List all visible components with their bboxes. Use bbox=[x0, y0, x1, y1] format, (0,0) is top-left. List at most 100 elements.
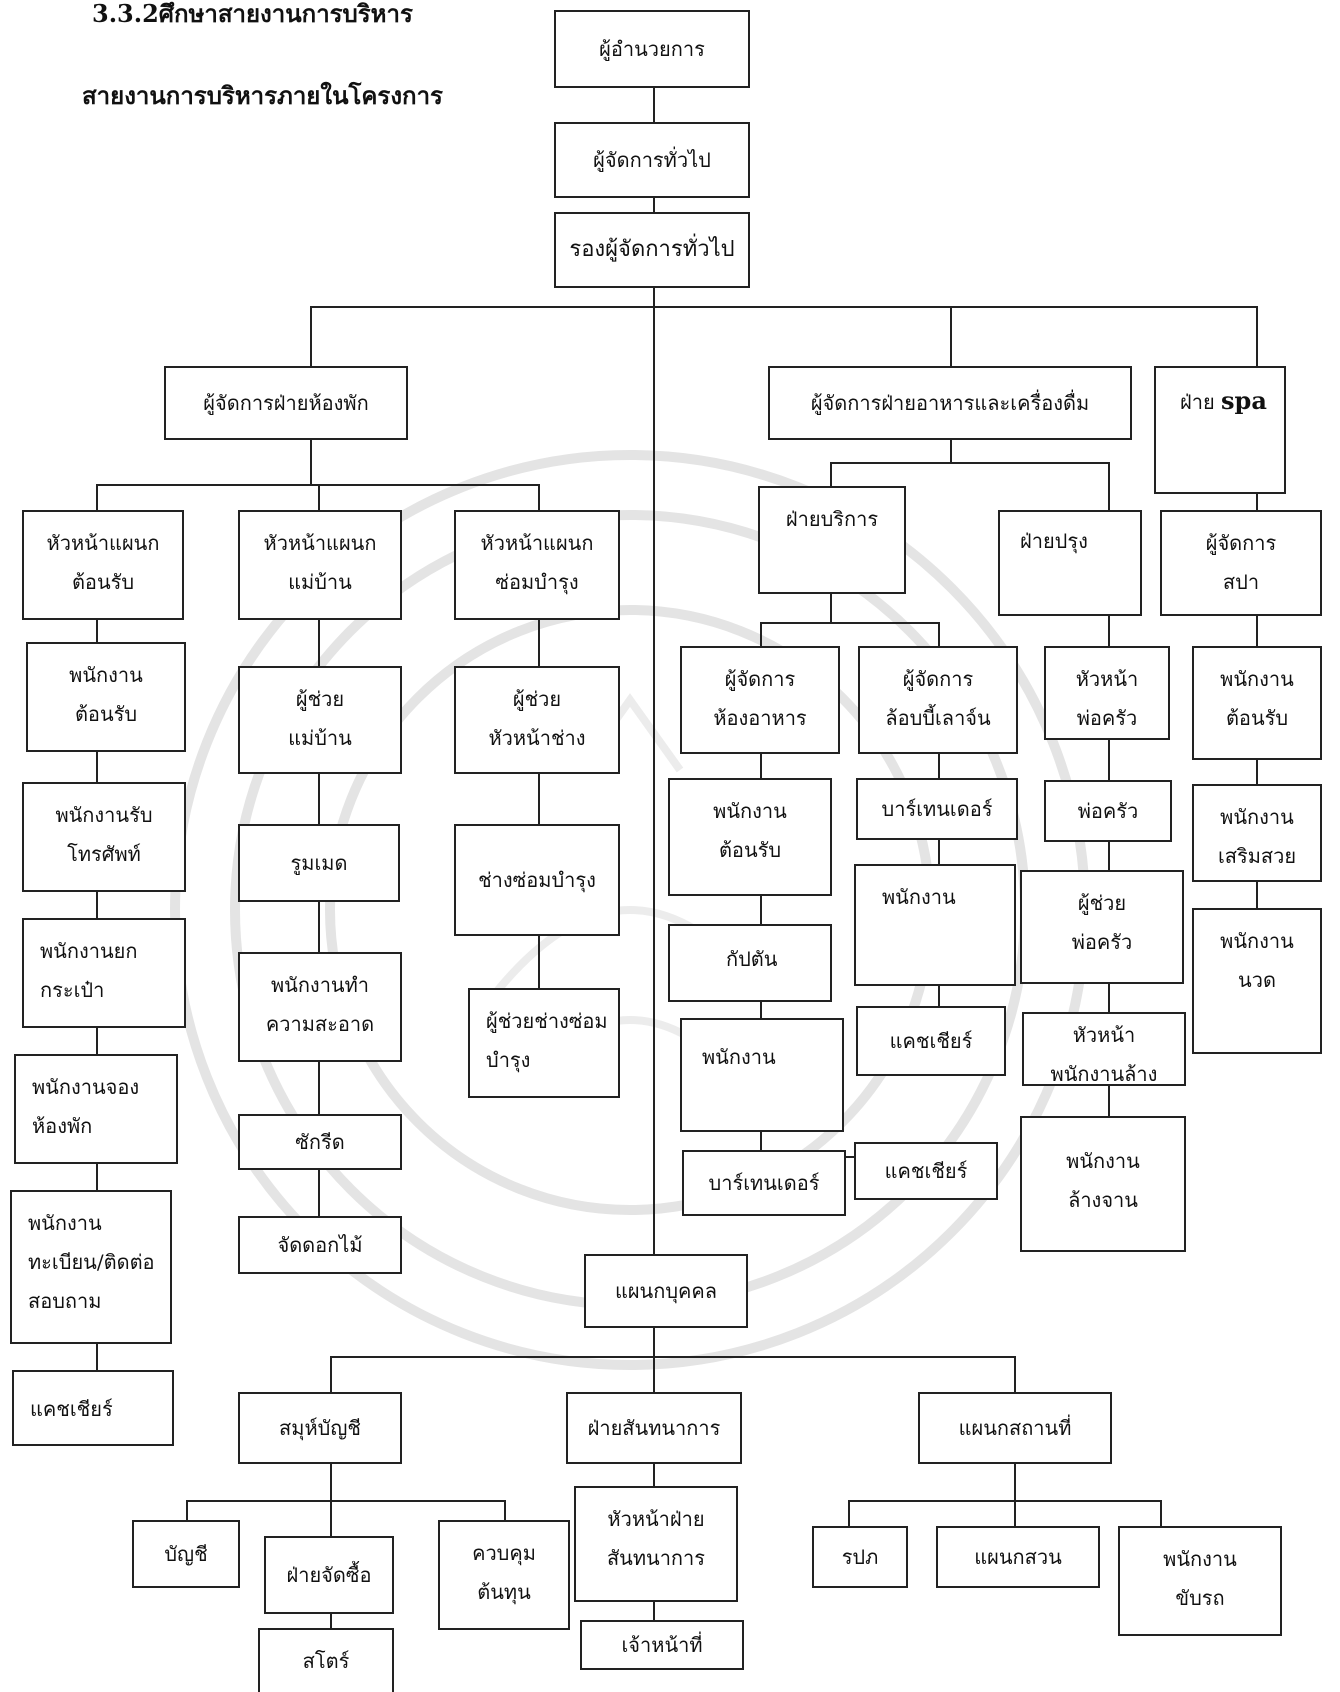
hk-assistant-line2: แม่บ้าน bbox=[288, 726, 352, 750]
chef-head-line1: หัวหน้า bbox=[1075, 667, 1139, 691]
fo-registration-line3: สอบถาม bbox=[28, 1289, 102, 1313]
fo-cashier-label: แคชเชียร์ bbox=[30, 1397, 113, 1421]
fac-driver-line2: ขับรถ bbox=[1175, 1586, 1225, 1610]
fnb-service-box: ฝ่ายบริการ bbox=[758, 486, 906, 594]
lobby-cashier-1-label: แคชเชียร์ bbox=[889, 1028, 973, 1053]
chef-head-box: หัวหน้า พ่อครัว bbox=[1044, 646, 1170, 740]
chef-assistant-box: ผู้ช่วย พ่อครัว bbox=[1020, 870, 1184, 984]
chef-dish-head-line2: พนักงานล้าง bbox=[1050, 1062, 1158, 1086]
rec-head-line1: หัวหน้าฝ่าย bbox=[607, 1507, 705, 1531]
mt-assistant-tech-line2: บำรุง bbox=[486, 1048, 531, 1072]
fo-cashier-box: แคชเชียร์ bbox=[12, 1370, 174, 1446]
lobby-bartender-box: บาร์เทนเดอร์ bbox=[856, 778, 1018, 840]
maintenance-head-box: หัวหน้าแผนก ซ่อมบำรุง bbox=[454, 510, 620, 620]
mt-assistant-tech-box: ผู้ช่วยช่างซ่อม บำรุง bbox=[468, 988, 620, 1098]
fo-reservation-line2: ห้องพัก bbox=[32, 1114, 93, 1138]
lobby-manager-line2: ล้อบบี้เลาจ์น bbox=[885, 706, 991, 730]
acc-store-label: สโตร์ bbox=[302, 1648, 350, 1673]
hk-roommaid-label: รูมเมด bbox=[290, 850, 348, 875]
fo-telephone-box: พนักงานรับ โทรศัพท์ bbox=[22, 782, 186, 892]
spa-manager-line1: ผู้จัดการ bbox=[1205, 531, 1277, 555]
front-office-head-line1: หัวหน้าแผนก bbox=[46, 531, 160, 555]
fo-telephone-line2: โทรศัพท์ bbox=[67, 842, 141, 866]
spa-reception-box: พนักงาน ต้อนรับ bbox=[1192, 646, 1322, 760]
fac-garden-label: แผนกสวน bbox=[974, 1544, 1062, 1569]
chef-dish-head-line1: หัวหน้า bbox=[1072, 1023, 1136, 1047]
rest-reception-line1: พนักงาน bbox=[713, 799, 787, 823]
chef-dishwasher-line1: พนักงาน bbox=[1066, 1149, 1140, 1173]
fac-driver-line1: พนักงาน bbox=[1163, 1547, 1237, 1571]
mt-assistant-head-line2: หัวหน้าช่าง bbox=[488, 726, 586, 750]
acc-purchasing-box: ฝ่ายจัดซื้อ bbox=[264, 1536, 394, 1614]
hr-box: แผนกบุคคล bbox=[584, 1254, 748, 1328]
lobby-cashier-1-box: แคชเชียร์ bbox=[856, 1006, 1006, 1076]
mt-technician-label: ช่างซ่อมบำรุง bbox=[478, 867, 596, 892]
hk-laundry-label: ซักรีด bbox=[295, 1129, 345, 1154]
acc-bookkeeping-box: บัญชี bbox=[132, 1520, 240, 1588]
chef-dishwasher-line2: ล้างจาน bbox=[1068, 1188, 1138, 1212]
acc-store-box: สโตร์ bbox=[258, 1628, 394, 1692]
housekeeping-head-line1: หัวหน้าแผนก bbox=[263, 531, 377, 555]
restaurant-manager-box: ผู้จัดการ ห้องอาหาร bbox=[680, 646, 840, 754]
fac-security-box: รปภ bbox=[812, 1526, 908, 1588]
fo-reservation-line1: พนักงานจอง bbox=[32, 1075, 140, 1099]
rest-reception-box: พนักงาน ต้อนรับ bbox=[668, 778, 832, 896]
fo-registration-line1: พนักงาน bbox=[28, 1211, 102, 1235]
rest-captain-box: กัปตัน bbox=[668, 924, 832, 1002]
fnb-kitchen-box: ฝ่ายปรุง bbox=[998, 510, 1142, 616]
gm-label: ผู้จัดการทั่วไป bbox=[593, 147, 711, 172]
fnb-service-label: ฝ่ายบริการ bbox=[785, 507, 879, 531]
fac-security-label: รปภ bbox=[841, 1544, 879, 1569]
deputy-gm-box: รองผู้จัดการทั่วไป bbox=[554, 212, 750, 288]
lobby-bartender-label: บาร์เทนเดอร์ bbox=[881, 796, 993, 821]
director-box: ผู้อำนวยการ bbox=[554, 10, 750, 88]
chef-head-line2: พ่อครัว bbox=[1076, 706, 1138, 730]
lobby-cashier-2-label: แคชเชียร์ bbox=[884, 1158, 968, 1183]
housekeeping-head-box: หัวหน้าแผนก แม่บ้าน bbox=[238, 510, 402, 620]
spa-beauty-box: พนักงาน เสริมสวย bbox=[1192, 784, 1322, 882]
fnb-manager-label: ผู้จัดการฝ่ายอาหารและเครื่องดื่ม bbox=[810, 390, 1090, 415]
rec-head-line2: สันทนาการ bbox=[606, 1546, 706, 1570]
restaurant-manager-line1: ผู้จัดการ bbox=[724, 667, 796, 691]
spa-reception-line2: ต้อนรับ bbox=[1225, 706, 1289, 730]
hk-florist-box: จัดดอกไม้ bbox=[238, 1216, 402, 1274]
hk-laundry-box: ซักรีด bbox=[238, 1114, 402, 1170]
hk-roommaid-box: รูมเมด bbox=[238, 824, 400, 902]
hk-cleaner-line1: พนักงานทำ bbox=[270, 973, 370, 997]
fnb-manager-box: ผู้จัดการฝ่ายอาหารและเครื่องดื่ม bbox=[768, 366, 1132, 440]
hk-florist-label: จัดดอกไม้ bbox=[277, 1232, 363, 1257]
spa-massage-line1: พนักงาน bbox=[1220, 929, 1294, 953]
spa-reception-line1: พนักงาน bbox=[1220, 667, 1294, 691]
rest-staff-box: พนักงาน bbox=[680, 1018, 844, 1132]
lobby-manager-line1: ผู้จัดการ bbox=[902, 667, 974, 691]
restaurant-manager-line2: ห้องอาหาร bbox=[713, 706, 807, 730]
accounting-box: สมุห์บัญชี bbox=[238, 1392, 402, 1464]
fo-reception-line1: พนักงาน bbox=[69, 663, 143, 687]
maintenance-head-line2: ซ่อมบำรุง bbox=[495, 570, 579, 594]
director-label: ผู้อำนวยการ bbox=[599, 36, 705, 61]
spa-dept-name: spa bbox=[1221, 386, 1267, 415]
acc-bookkeeping-label: บัญชี bbox=[164, 1541, 208, 1566]
lobby-staff-box: พนักงาน bbox=[854, 864, 1016, 986]
chef-cook-label: พ่อครัว bbox=[1077, 798, 1139, 823]
gm-box: ผู้จัดการทั่วไป bbox=[554, 122, 750, 198]
fnb-kitchen-label: ฝ่ายปรุง bbox=[1020, 529, 1088, 553]
fo-bellboy-box: พนักงานยก กระเป๋า bbox=[22, 918, 186, 1028]
chef-assistant-line2: พ่อครัว bbox=[1071, 930, 1133, 954]
acc-costcontrol-line2: ต้นทุน bbox=[477, 1580, 531, 1604]
deputy-gm-label: รองผู้จัดการทั่วไป bbox=[569, 236, 735, 262]
spa-dept-box: ฝ่าย spa bbox=[1154, 366, 1286, 494]
fo-reception-line2: ต้อนรับ bbox=[74, 702, 138, 726]
rec-officer-box: เจ้าหน้าที่ bbox=[580, 1620, 744, 1670]
rest-staff-label: พนักงาน bbox=[702, 1045, 776, 1069]
front-office-head-line2: ต้อนรับ bbox=[71, 570, 135, 594]
recreation-label: ฝ่ายสันทนาการ bbox=[587, 1415, 721, 1440]
rooms-manager-label: ผู้จัดการฝ่ายห้องพัก bbox=[203, 390, 369, 415]
rest-bartender-box: บาร์เทนเดอร์ bbox=[682, 1150, 846, 1216]
fac-driver-box: พนักงาน ขับรถ bbox=[1118, 1526, 1282, 1636]
fac-garden-box: แผนกสวน bbox=[936, 1526, 1100, 1588]
lobby-staff-label: พนักงาน bbox=[882, 885, 956, 909]
spa-manager-box: ผู้จัดการ สปา bbox=[1160, 510, 1322, 616]
chef-dishwasher-box: พนักงาน ล้างจาน bbox=[1020, 1116, 1186, 1252]
